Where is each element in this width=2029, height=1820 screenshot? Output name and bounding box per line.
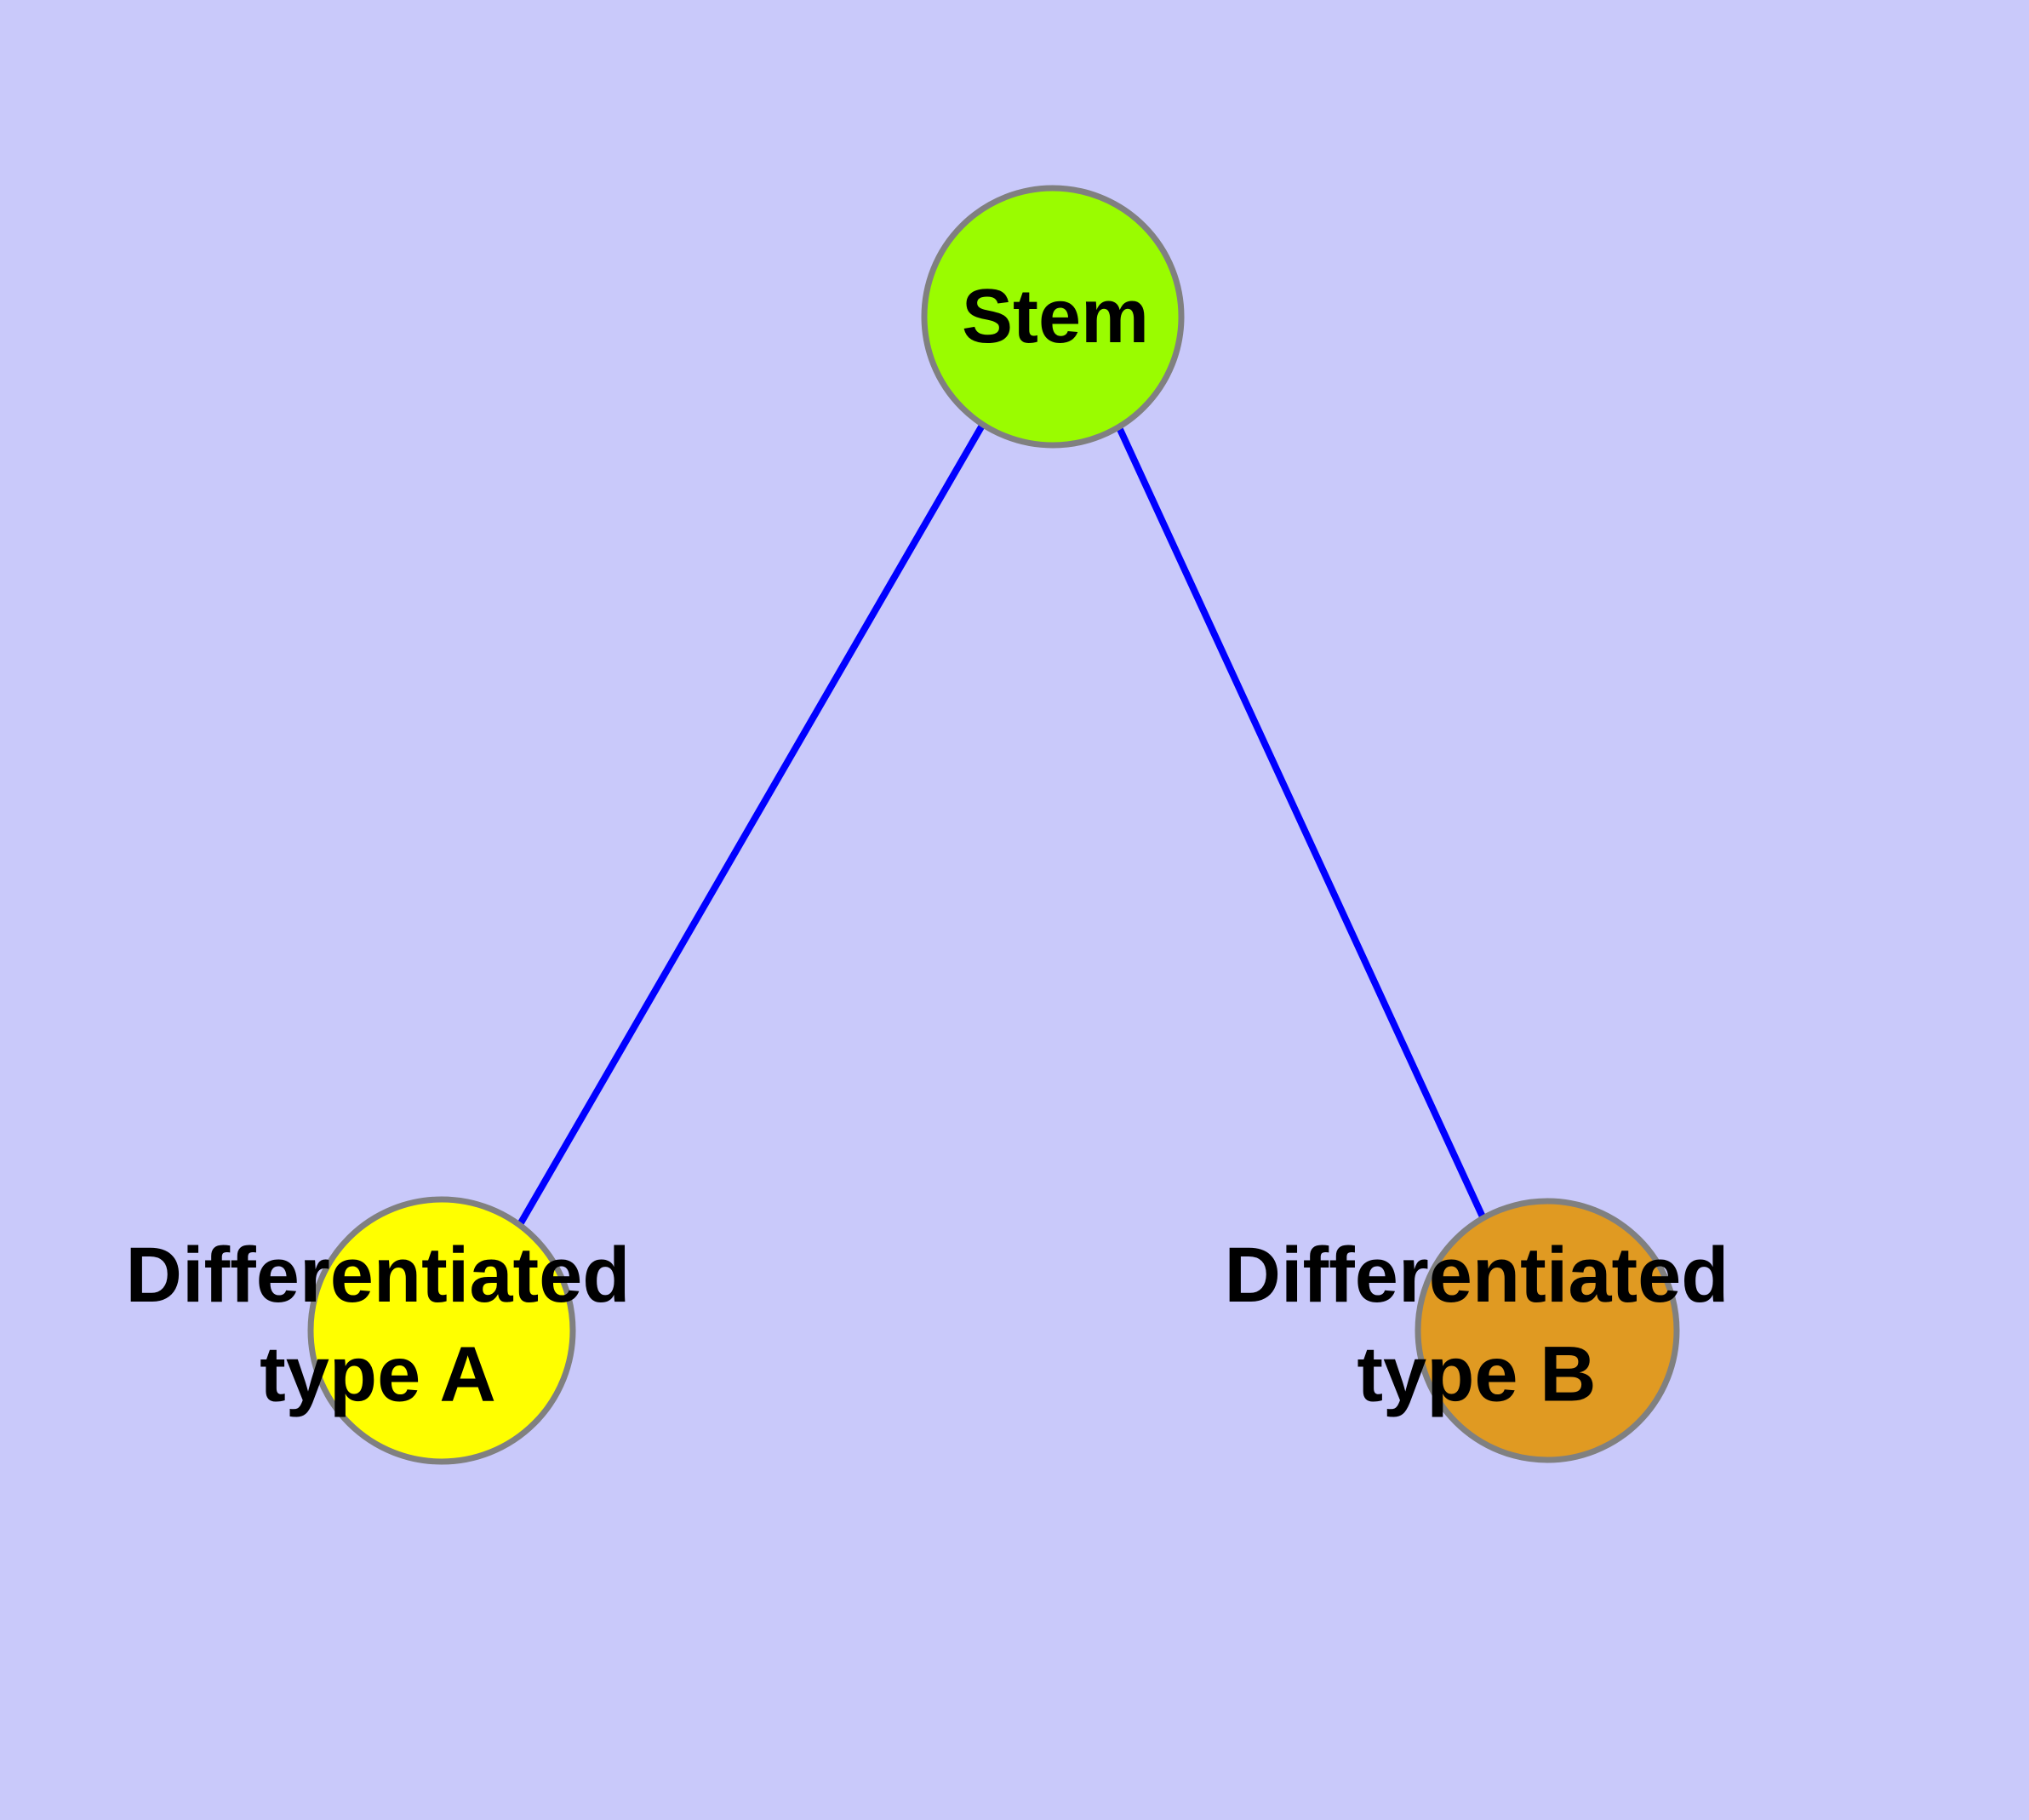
node-diff-a[interactable] — [307, 1196, 576, 1465]
node-stem[interactable] — [921, 185, 1185, 449]
node-diff-b-label-line1: Differentiated — [1225, 1232, 1729, 1319]
node-diff-a-label-line2: type A — [260, 1331, 496, 1418]
node-diff-b[interactable] — [1415, 1198, 1680, 1463]
edges-group — [516, 421, 1489, 1228]
node-stem-label: Stem — [962, 274, 1149, 359]
node-diff-a-circle[interactable] — [307, 1196, 576, 1465]
node-diff-b-circle[interactable] — [1415, 1198, 1680, 1463]
node-diff-a-label-line1: Differentiated — [126, 1232, 631, 1319]
edge-stem-to-diff-b[interactable] — [1115, 424, 1489, 1224]
edge-stem-to-diff-a[interactable] — [516, 421, 986, 1228]
node-diff-b-label-line2: type B — [1357, 1331, 1596, 1418]
node-stem-circle[interactable] — [921, 185, 1185, 449]
